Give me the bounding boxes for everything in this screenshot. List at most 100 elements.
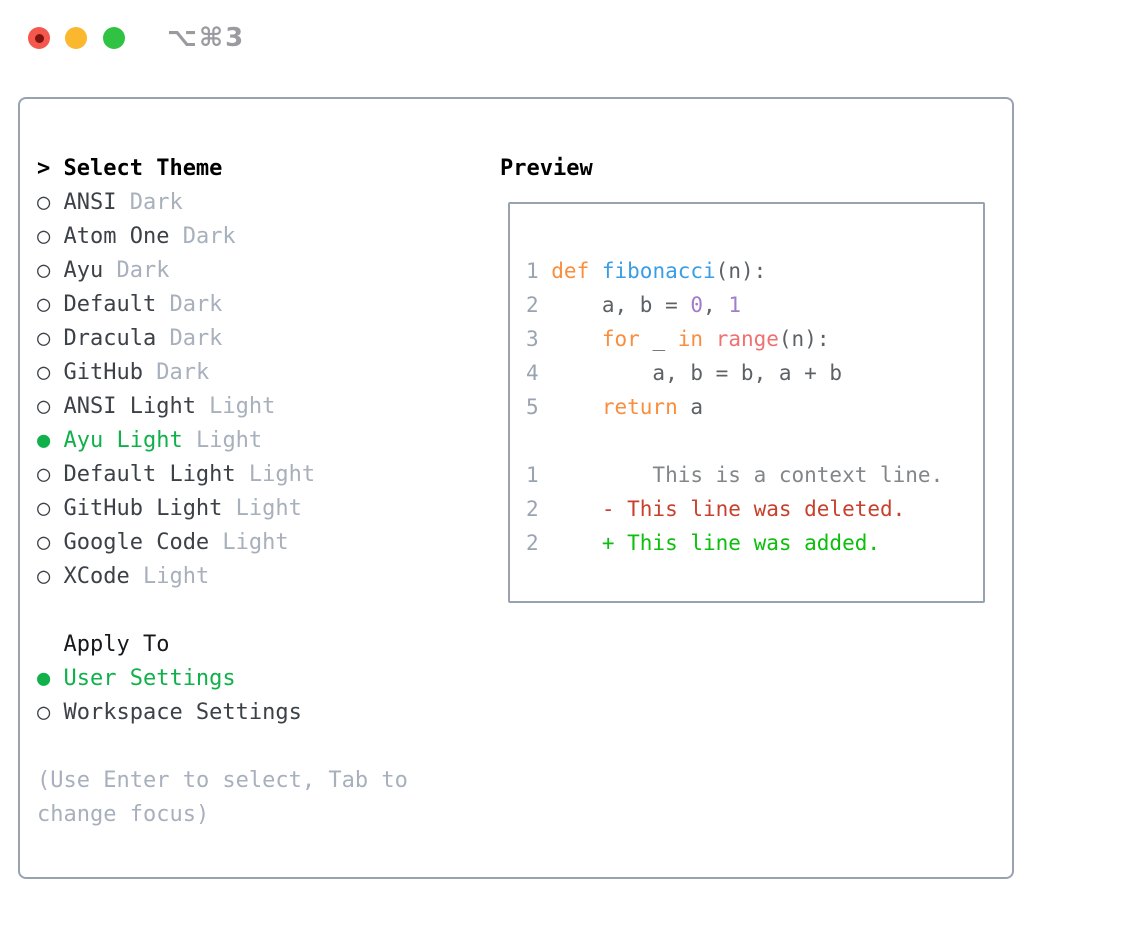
diff-text: - This line was deleted. <box>551 497 906 521</box>
theme-name: Google Code <box>63 530 210 555</box>
code-line: 2 a, b = 0, 1 <box>526 288 983 322</box>
hint-text: (Use Enter to select, Tab to change focu… <box>37 768 408 827</box>
apply-option-user-settings[interactable]: ●User Settings <box>37 662 437 696</box>
radio-icon: ○ <box>37 496 51 521</box>
apply-option-workspace-settings[interactable]: ○ Workspace Settings <box>37 696 437 730</box>
diff-text: This is a context line. <box>551 463 944 487</box>
code-token: a, b = <box>551 293 691 317</box>
theme-variant: Light <box>209 530 289 555</box>
code-token: (n): <box>778 327 830 351</box>
line-number: 4 <box>526 361 539 385</box>
theme-variant: Light <box>195 394 276 419</box>
line-number: 5 <box>526 395 539 419</box>
radio-icon: ○ <box>37 292 51 317</box>
code-token: in <box>677 327 704 351</box>
theme-name: Ayu <box>63 258 104 283</box>
theme-option-google-code[interactable]: ○ Google Code Light <box>37 526 437 560</box>
theme-name: ANSI <box>63 190 117 215</box>
theme-variant: Light <box>182 428 263 453</box>
code-line: 3 for _ in range(n): <box>526 322 983 356</box>
code-token <box>551 395 602 419</box>
diff-line-deleted: 2 - This line was deleted. <box>526 492 983 526</box>
theme-option-ansi[interactable]: ○ ANSI Dark <box>37 186 437 220</box>
apply-to-options: ●User Settings ○ Workspace Settings <box>37 662 437 730</box>
theme-variant: Dark <box>103 258 170 283</box>
line-number: 1 <box>526 463 539 487</box>
theme-name: ANSI Light <box>63 394 196 419</box>
theme-name: GitHub Light <box>63 496 223 521</box>
radio-icon: ○ <box>37 564 51 589</box>
code-token: def <box>551 259 590 283</box>
theme-variant: Dark <box>142 360 210 385</box>
code-line: 4 a, b = b, a + b <box>526 356 983 390</box>
theme-variant: Dark <box>156 326 223 351</box>
code-token: return <box>601 395 678 419</box>
theme-name: GitHub <box>63 360 143 385</box>
line-number: 2 <box>526 497 539 521</box>
diff-line-added: 2 + This line was added. <box>526 526 983 560</box>
radio-icon: ○ <box>37 360 51 385</box>
code-token: _ <box>639 327 678 351</box>
radio-selected-icon: ● <box>37 428 51 453</box>
code-line: 1 def fibonacci(n): <box>526 254 983 288</box>
theme-picker-dialog: >Select Theme ○ANSI Dark○Atom One Dark○A… <box>18 97 1014 879</box>
theme-option-atom-one[interactable]: ○ Atom One Dark <box>37 220 437 254</box>
apply-option-label: Workspace Settings <box>63 700 302 725</box>
code-token: 1 <box>728 293 741 317</box>
code-token: (n): <box>715 259 767 283</box>
code-token: for <box>601 327 640 351</box>
line-number: 2 <box>526 531 539 555</box>
theme-option-github[interactable]: ○ GitHub Dark <box>37 356 437 390</box>
select-theme-title: Select Theme <box>63 156 223 181</box>
code-token <box>589 259 602 283</box>
theme-name: Ayu Light <box>63 428 183 453</box>
code-token: a <box>677 395 704 419</box>
theme-name: Dracula <box>63 326 157 351</box>
theme-variant: Light <box>235 462 316 487</box>
theme-option-github-light[interactable]: ○GitHub Light Light <box>37 492 437 526</box>
radio-icon: ○ <box>37 224 51 249</box>
radio-icon: ○ <box>37 394 51 419</box>
diff-line-context: 1 This is a context line. <box>526 458 983 492</box>
radio-icon: ○ <box>37 700 51 725</box>
prompt-icon: > <box>37 156 51 181</box>
radio-icon: ○ <box>37 258 51 283</box>
keyboard-shortcut-label: ⌥⌘3 <box>167 23 246 53</box>
theme-option-default[interactable]: ○Default Dark <box>37 288 437 322</box>
apply-to-section: Apply To ●User Settings ○ Workspace Settin… <box>37 628 437 730</box>
theme-option-ansi-light[interactable]: ○ ANSI Light Light <box>37 390 437 424</box>
code-token <box>551 327 602 351</box>
code-token: fibonacci <box>601 259 716 283</box>
theme-name: XCode <box>63 564 130 589</box>
diff-sample: 1 This is a context line.2 - This line w… <box>526 458 983 560</box>
line-number: 3 <box>526 327 539 351</box>
theme-option-default-light[interactable]: ○ Default Light Light <box>37 458 437 492</box>
theme-name: Default Light <box>63 462 236 487</box>
close-button[interactable] <box>28 27 50 49</box>
theme-variant: Dark <box>169 224 236 249</box>
theme-name: Default <box>63 292 157 317</box>
minimize-button[interactable] <box>65 27 87 49</box>
theme-name: Atom One <box>63 224 170 249</box>
apply-to-title: Apply To <box>63 632 170 657</box>
theme-option-ayu-light[interactable]: ● Ayu Light Light <box>37 424 437 458</box>
code-line: 5 return a <box>526 390 983 424</box>
theme-picker-left-column: >Select Theme ○ANSI Dark○Atom One Dark○A… <box>37 152 437 832</box>
theme-variant: Dark <box>116 190 183 215</box>
radio-icon: ○ <box>37 462 51 487</box>
theme-option-xcode[interactable]: ○XCode Light <box>37 560 437 594</box>
line-number: 1 <box>526 259 539 283</box>
radio-icon: ○ <box>37 190 51 215</box>
select-theme-header: > Select Theme <box>37 152 437 186</box>
zoom-button[interactable] <box>103 27 125 49</box>
radio-icon: ○ <box>37 326 51 351</box>
diff-text: + This line was added. <box>551 531 881 555</box>
theme-option-dracula[interactable]: ○ Dracula Dark <box>37 322 437 356</box>
radio-icon: ○ <box>37 530 51 555</box>
theme-option-ayu[interactable]: ○ Ayu Dark <box>37 254 437 288</box>
code-token: a, b = b, a + b <box>551 361 843 385</box>
